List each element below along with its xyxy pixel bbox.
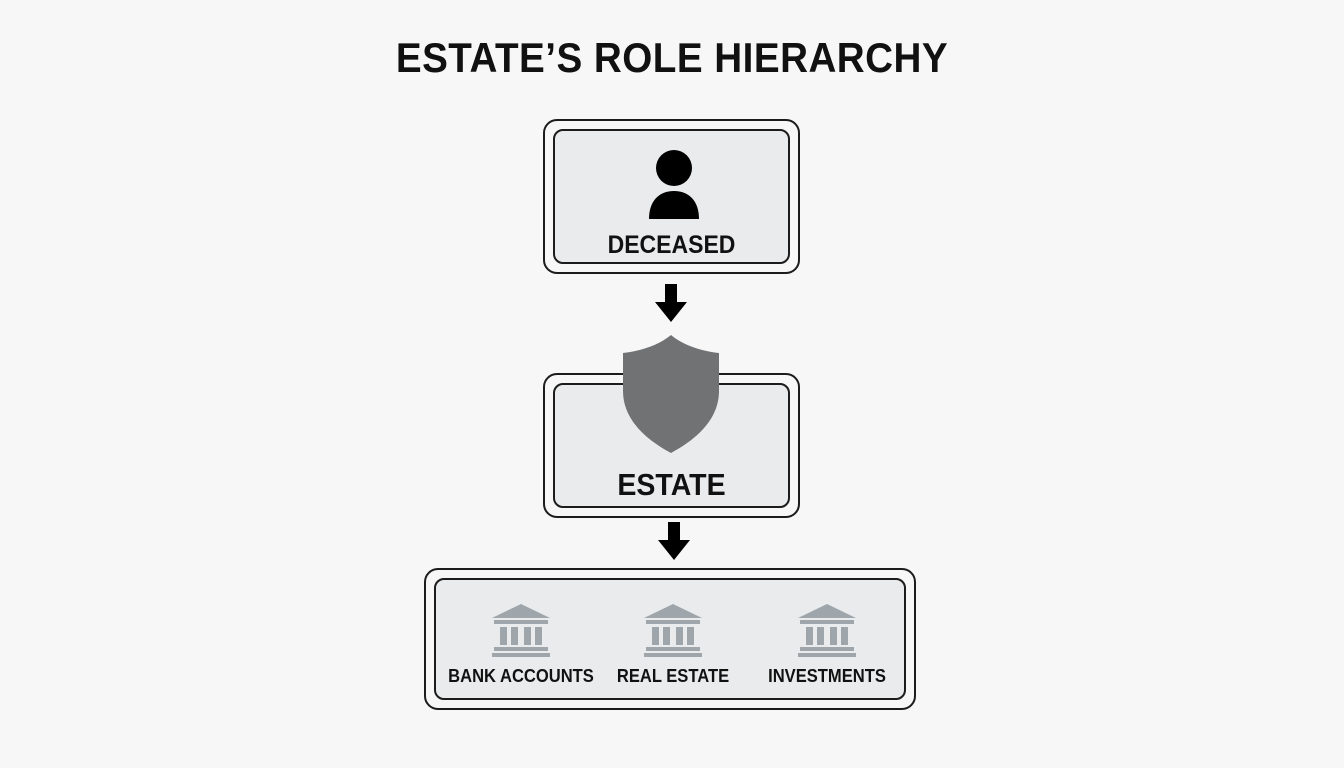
asset-label: REAL ESTATE — [616, 666, 730, 686]
asset-label: BANK ACCOUNTS — [448, 666, 594, 686]
assets-node-inner: BANK ACCOUNTS REAL ESTATE — [434, 578, 906, 700]
person-icon — [649, 150, 699, 219]
deceased-node-inner: DECEASED — [553, 129, 790, 264]
assets-node: BANK ACCOUNTS REAL ESTATE — [424, 568, 916, 710]
arrow-deceased-to-estate — [655, 284, 687, 322]
asset-label: INVESTMENTS — [768, 666, 886, 686]
asset-bank-accounts: BANK ACCOUNTS — [436, 604, 606, 687]
bank-icon — [644, 604, 702, 657]
bank-icon — [492, 604, 550, 657]
diagram-title: ESTATE’S ROLE HIERARCHY — [395, 34, 949, 81]
asset-real-estate: REAL ESTATE — [588, 604, 758, 687]
bank-icon — [798, 604, 856, 657]
estate-label: ESTATE — [617, 467, 726, 502]
shield-icon — [623, 335, 719, 453]
deceased-node: DECEASED — [543, 119, 800, 274]
deceased-label: DECEASED — [607, 231, 736, 259]
arrow-estate-to-assets — [658, 522, 690, 560]
asset-investments: INVESTMENTS — [742, 604, 912, 687]
